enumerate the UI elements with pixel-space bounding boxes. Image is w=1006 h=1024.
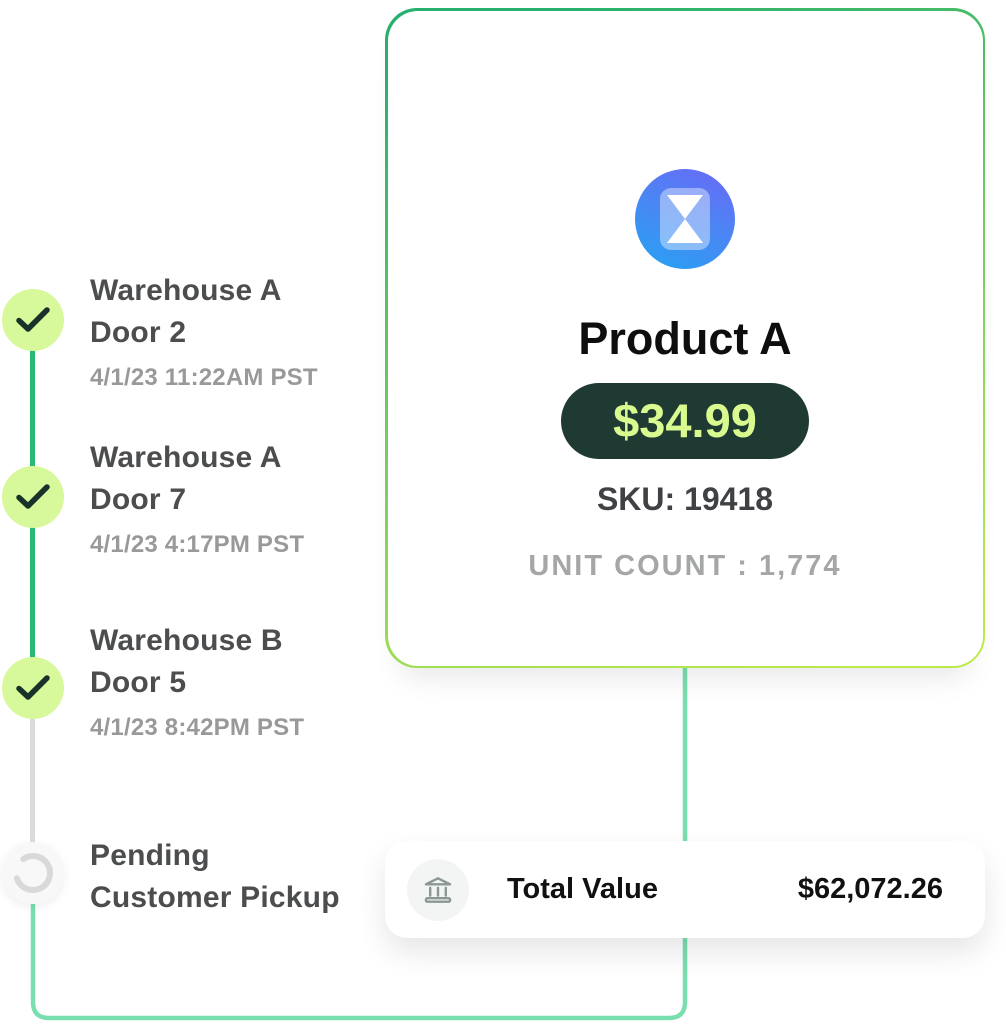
timeline-step-title: Warehouse A Door 7 <box>90 441 282 516</box>
product-unit-count: UNIT COUNT : 1,774 <box>528 549 842 582</box>
timeline-step-2-marker <box>2 466 64 528</box>
bank-icon-circle <box>407 858 469 921</box>
timeline-step-title: Warehouse B Door 5 <box>90 624 283 699</box>
timeline-step-title: Pending Customer Pickup <box>90 839 340 914</box>
timeline-step-timestamp: 4/1/23 11:22AM PST <box>90 364 318 391</box>
timeline-step-4: Pending Customer Pickup <box>90 835 410 919</box>
timeline-step-timestamp: 4/1/23 4:17PM PST <box>90 531 305 558</box>
total-value-amount: $62,072.26 <box>797 873 943 905</box>
check-icon <box>16 307 50 332</box>
product-title: Product A <box>578 312 792 364</box>
hourglass-icon <box>660 187 710 250</box>
timeline-step-3-marker <box>2 657 64 719</box>
timeline-step-2: Warehouse A Door 7 4/1/23 4:17PM PST <box>90 437 390 559</box>
timeline-connector-pending <box>30 688 35 874</box>
timeline-step-title: Warehouse A Door 2 <box>90 274 282 349</box>
bank-icon <box>424 876 452 903</box>
total-value-card: Total Value $62,072.26 <box>385 841 985 938</box>
timeline-step-4-marker <box>2 842 64 904</box>
price-text: $34.99 <box>613 394 757 447</box>
check-icon <box>16 484 50 509</box>
product-card: Product A $34.99 SKU: 19418 UNIT COUNT :… <box>387 10 983 666</box>
timeline-step-3: Warehouse B Door 5 4/1/23 8:42PM PST <box>90 620 390 742</box>
product-sku: SKU: 19418 <box>596 480 774 517</box>
product-card-border: Product A $34.99 SKU: 19418 UNIT COUNT :… <box>385 8 985 668</box>
price-badge: $34.99 <box>561 382 809 459</box>
check-icon <box>16 675 50 700</box>
total-value-label: Total Value <box>507 873 658 905</box>
timeline-step-1: Warehouse A Door 2 4/1/23 11:22AM PST <box>90 270 390 392</box>
pending-spinner-icon <box>13 853 53 893</box>
timeline-step-1-marker <box>2 289 64 351</box>
timeline-step-timestamp: 4/1/23 8:42PM PST <box>90 714 305 741</box>
product-icon-circle <box>635 168 735 269</box>
